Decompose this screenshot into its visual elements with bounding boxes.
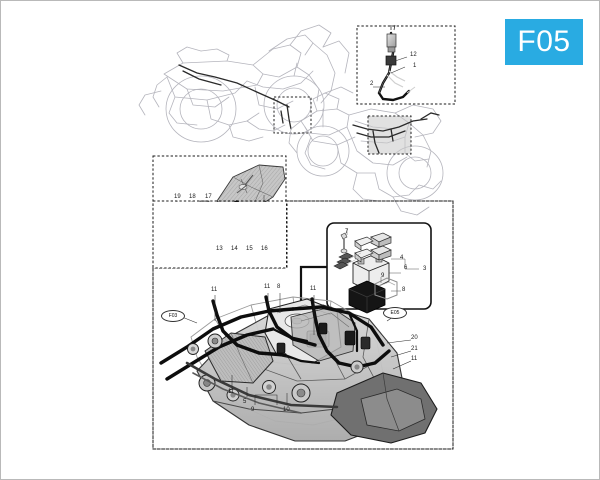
label-13: 13 (216, 246, 223, 252)
motorcycle-rear-view (288, 86, 444, 216)
label-5: 5 (243, 399, 247, 405)
label-18: 18 (189, 194, 196, 200)
panel-overlap-mask (154, 202, 286, 268)
label-15: 15 (246, 246, 253, 252)
label-8-frame: 8 (277, 284, 281, 290)
label-12: 12 (410, 52, 417, 58)
label-6: 6 (404, 265, 408, 271)
main-frame-leader-lines (176, 293, 412, 405)
label-2: 2 (370, 81, 374, 87)
rear-view-detail-overlay (352, 112, 440, 154)
label-9-frame: 9 (251, 407, 255, 413)
label-17: 17 (205, 194, 212, 200)
reference-callout-e05[interactable]: E05 (383, 307, 407, 319)
motorcycle-side-view (138, 24, 350, 143)
label-20: 20 (411, 335, 418, 341)
battery-box-contents (333, 229, 419, 314)
label-11-a: 11 (211, 287, 218, 293)
rear-view-highlight-box (367, 115, 412, 155)
label-21: 21 (411, 346, 418, 352)
page-badge: F05 (505, 19, 583, 65)
wiring-harness-drawing (373, 24, 416, 102)
label-1: 1 (413, 63, 417, 69)
battery-inset-connector (299, 265, 327, 301)
label-11-e: 11 (228, 389, 235, 395)
label-14: 14 (231, 246, 238, 252)
frame-assembly-drawing (159, 295, 438, 444)
label-11-d: 11 (411, 356, 418, 362)
label-7: 7 (345, 229, 349, 235)
label-8-battery: 8 (402, 287, 406, 293)
main-frame-panel-redraw (152, 200, 454, 450)
label-11-c: 11 (310, 286, 317, 292)
label-3: 3 (423, 266, 427, 272)
label-10: 10 (283, 407, 290, 413)
side-view-detail-overlay (178, 64, 292, 130)
label-4: 4 (400, 255, 404, 261)
label-9-battery: 9 (381, 273, 385, 279)
reference-callout-f03[interactable]: F03 (161, 310, 185, 322)
label-16: 16 (261, 246, 268, 252)
label-11-b: 11 (264, 284, 271, 290)
label-19: 19 (174, 194, 181, 200)
wiring-inset-panel (356, 25, 456, 105)
